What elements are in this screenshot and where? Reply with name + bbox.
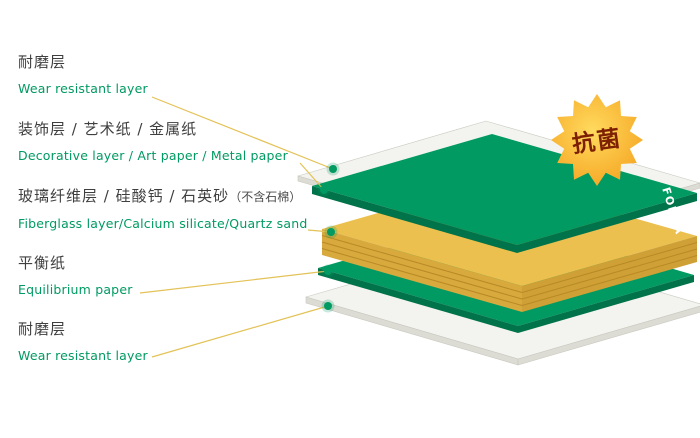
label-en-fiberglass: Fiberglass layer/Calcium silicate/Quartz…: [18, 216, 308, 231]
core-stripe-line: [521, 242, 698, 293]
bottom-wear-sheet-front-right-face: [517, 305, 700, 366]
label-en-equilibrium: Equilibrium paper: [18, 282, 133, 297]
dot-wear-bottom: [324, 302, 332, 310]
core-sheet-stripes: [321, 235, 698, 306]
label-en-wear-bottom: Wear resistant layer: [18, 348, 148, 363]
label-en-wear-top: Wear resistant layer: [18, 81, 148, 96]
core-stripe-line: [521, 255, 698, 306]
label-row-wear-top: 耐磨层 Wear resistant layer: [18, 52, 148, 97]
label-zh-wear-top: 耐磨层: [18, 53, 67, 71]
leader-line-equilibrium: [139, 270, 329, 294]
starburst-icon: [551, 94, 643, 186]
core-stripe-line: [321, 235, 523, 293]
dot-decorative: [320, 186, 328, 194]
dot-fiberglass: [327, 228, 335, 236]
decorative-layer-top-face: [312, 134, 697, 245]
label-zh-fiberglass: 玻璃纤维层 / 硅酸钙 / 石英砂（不含石棉）: [18, 186, 308, 207]
antibacterial-badge: 抗菌: [551, 94, 643, 186]
label-zh-fiberglass-note: （不含石棉）: [229, 190, 302, 204]
leader-line-wear-top: [151, 96, 334, 170]
label-row-fiberglass: 玻璃纤维层 / 硅酸钙 / 石英砂（不含石棉） Fiberglass layer…: [18, 186, 308, 232]
label-zh-decorative: 装饰层 / 艺术纸 / 金属纸: [18, 120, 198, 138]
label-row-wear-bottom: 耐磨层 Wear resistant layer: [18, 319, 148, 364]
label-zh-equilibrium: 平衡纸: [18, 254, 67, 272]
label-row-decorative: 装饰层 / 艺术纸 / 金属纸 Decorative layer / Art p…: [18, 119, 288, 164]
leader-line-decorative: [299, 162, 325, 191]
label-zh-wear-bottom: 耐磨层: [18, 320, 67, 338]
core-stripe-line: [521, 248, 698, 300]
dot-equilibrium: [324, 267, 332, 275]
label-en-decorative: Decorative layer / Art paper / Metal pap…: [18, 148, 288, 163]
core-stripe-line: [321, 248, 523, 306]
equilibrium-paper-front-right-face: [518, 275, 694, 333]
anchor-dots: [317, 162, 340, 313]
dot-wear-top: [329, 165, 337, 173]
decorative-layer-front-right-face: [517, 193, 697, 253]
leader-lines: [139, 96, 334, 358]
decorative-layer-front-left-face: [312, 186, 517, 253]
leader-line-wear-bottom: [151, 305, 329, 358]
label-row-equilibrium: 平衡纸 Equilibrium paper: [18, 253, 133, 298]
equilibrium-paper-front-left-face: [318, 268, 518, 333]
label-zh-fiberglass-main: 玻璃纤维层 / 硅酸钙 / 石英砂: [18, 187, 230, 205]
core-stripe-line: [321, 241, 523, 300]
